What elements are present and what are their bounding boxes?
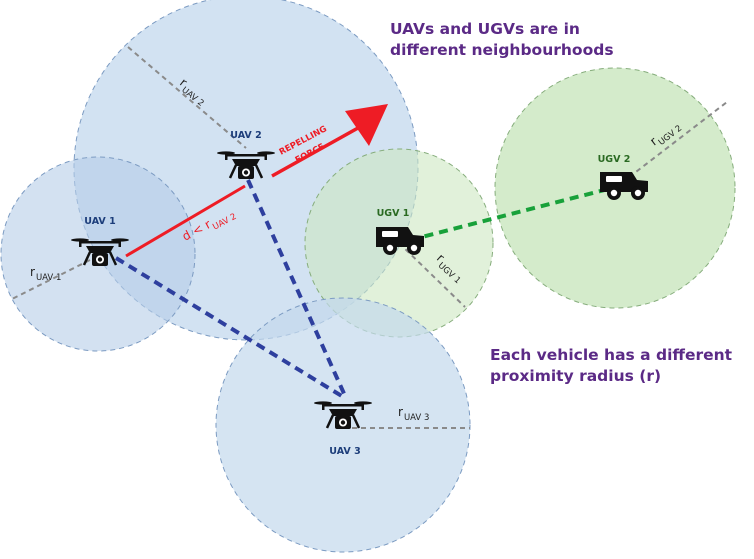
neighbourhoods-callout-line1: UAVs and UGVs are in [390,20,580,38]
uav1-radius-label: rUAV 1 [30,265,61,283]
uav2-uav3-link [246,179,348,399]
uav2-label: UAV 2 [230,130,261,141]
repelling-force-shaft [271,126,359,178]
uav2-radius-line [127,46,247,149]
uav1-label: UAV 1 [84,216,115,227]
repelling-force-arrowhead [345,104,388,146]
ugv2-radius-line [614,101,728,189]
uav1-radius-line [9,255,99,301]
ugv1-radius-line [398,242,466,308]
uav3-radius-label: rUAV 3 [398,405,429,423]
ugv2-label: UGV 2 [598,154,631,165]
radius-callout-line1: Each vehicle has a different [490,346,733,364]
ugv1-ugv2-link [409,186,613,242]
ugv1-label: UGV 1 [377,208,410,219]
uav1-uav2-distance-line [125,184,246,258]
neighbourhoods-callout-line2: different neighbourhoods [390,41,614,59]
uav3-label: UAV 3 [329,446,360,457]
radius-callout-line2: proximity radius (r) [490,367,661,385]
